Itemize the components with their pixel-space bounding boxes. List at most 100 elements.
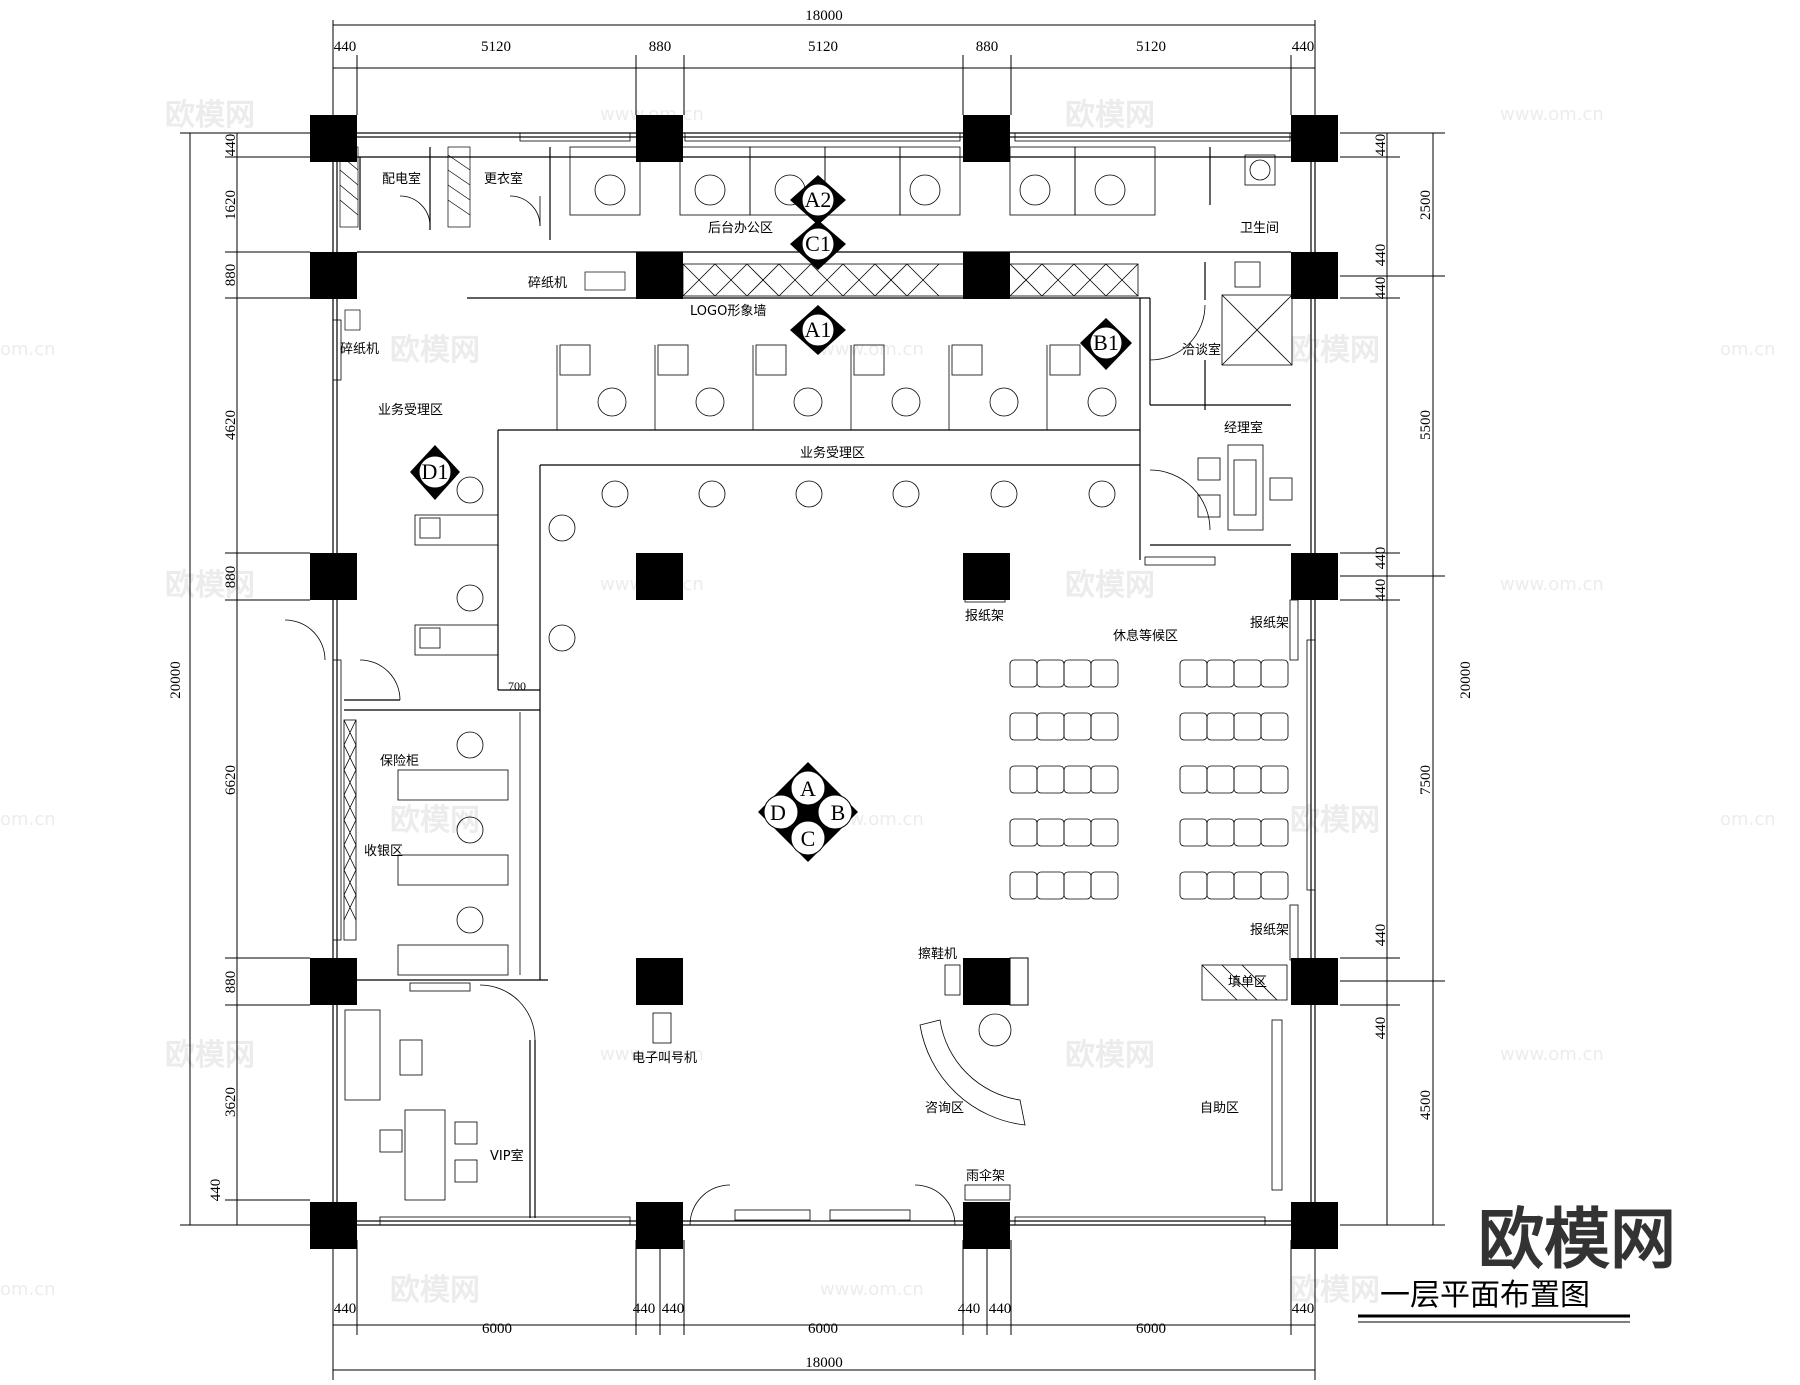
waiting-chairs bbox=[964, 589, 1299, 961]
lower-furniture bbox=[344, 964, 1288, 1201]
column bbox=[963, 115, 1010, 162]
watermark-text: 欧模网 bbox=[1290, 803, 1380, 838]
watermark-url: www.om.cn bbox=[820, 1279, 924, 1300]
dim-top: 880 bbox=[976, 39, 999, 55]
doors bbox=[284, 195, 1216, 1226]
dim-left: 6620 bbox=[223, 765, 239, 795]
marker-a1: A1 bbox=[805, 317, 832, 342]
label-form-area: 填单区 bbox=[1228, 975, 1267, 990]
watermark-text: 欧模网 bbox=[390, 333, 480, 368]
dim-bottom: 440 bbox=[633, 1301, 656, 1317]
center-view-marker: A B C D bbox=[758, 762, 858, 862]
watermark-url: www.om.cn bbox=[820, 339, 924, 360]
dim-left-total: 20000 bbox=[168, 661, 184, 699]
label-umbrella: 雨伞架 bbox=[966, 1168, 1005, 1184]
dimension-lines bbox=[180, 20, 1445, 1380]
dim-bottom: 440 bbox=[662, 1301, 685, 1317]
column bbox=[963, 1202, 1010, 1249]
dim-left: 880 bbox=[223, 264, 239, 287]
column bbox=[310, 252, 357, 299]
watermark-text: 欧模网 bbox=[165, 1038, 255, 1073]
marker-b1: B1 bbox=[1093, 330, 1119, 355]
dim-bottom-total: 18000 bbox=[805, 1355, 843, 1371]
dim-left: 440 bbox=[223, 134, 239, 157]
watermark-url: www.om.cn bbox=[1500, 104, 1604, 125]
dim-bottom: 6000 bbox=[1136, 1321, 1166, 1337]
label-business-left: 业务受理区 bbox=[378, 402, 443, 418]
manager-room-furniture bbox=[1197, 261, 1293, 531]
dim-right: 440 bbox=[1373, 1017, 1389, 1040]
label-logo-wall: LOGO形象墙 bbox=[690, 304, 766, 319]
column bbox=[636, 553, 683, 600]
watermark-text: 欧模网 bbox=[390, 1273, 480, 1308]
watermark-url: www.om.cn bbox=[600, 1044, 704, 1065]
column bbox=[1291, 1202, 1338, 1249]
dim-right: 7500 bbox=[1418, 765, 1434, 795]
dim-bottom: 440 bbox=[958, 1301, 981, 1317]
dim-right: 440 bbox=[1373, 244, 1389, 267]
marker-c1: C1 bbox=[805, 231, 831, 256]
watermark-url: www.om.cn bbox=[1500, 574, 1604, 595]
label-newspaper-2: 报纸架 bbox=[1250, 616, 1289, 631]
dim-left: 3620 bbox=[223, 1087, 239, 1117]
dim-top: 880 bbox=[649, 39, 672, 55]
label-business-center: 业务受理区 bbox=[800, 445, 865, 461]
dim-left: 4620 bbox=[223, 410, 239, 440]
dim-right: 440 bbox=[1373, 134, 1389, 157]
column bbox=[636, 115, 683, 162]
dim-top: 440 bbox=[334, 39, 357, 55]
column bbox=[310, 553, 357, 600]
dim-right: 2500 bbox=[1418, 190, 1434, 220]
watermark-url: om.cn bbox=[0, 339, 56, 360]
label-shredder-left: 碎纸机 bbox=[340, 342, 379, 357]
dim-right: 5500 bbox=[1418, 410, 1434, 440]
marker-c: C bbox=[801, 826, 816, 851]
column bbox=[636, 252, 683, 299]
dim-right: 440 bbox=[1373, 579, 1389, 602]
dim-left: 880 bbox=[223, 566, 239, 589]
watermark-url: www.om.cn bbox=[1500, 1044, 1604, 1065]
watermark-text: 欧模网 bbox=[1065, 1038, 1155, 1073]
label-consult: 咨询区 bbox=[925, 1101, 964, 1116]
dim-right: 440 bbox=[1373, 547, 1389, 570]
watermark-text: 欧模网 bbox=[1290, 1273, 1380, 1308]
dim-top-total: 18000 bbox=[805, 8, 843, 24]
label-waiting: 休息等候区 bbox=[1113, 628, 1178, 644]
dim-left: 880 bbox=[223, 971, 239, 994]
column bbox=[636, 1202, 683, 1249]
label-newspaper-3: 报纸架 bbox=[1250, 923, 1289, 938]
watermark-layer: 欧模网 欧模网 www.om.cn www.om.cn 欧模网 欧模网 om.c… bbox=[0, 98, 1776, 1308]
watermark-text: 欧模网 bbox=[165, 568, 255, 603]
columns bbox=[310, 115, 1338, 1249]
label-locker-room: 更衣室 bbox=[484, 171, 523, 187]
label-negotiation: 洽谈室 bbox=[1182, 342, 1221, 358]
marker-d1: D1 bbox=[422, 459, 449, 484]
column bbox=[310, 958, 357, 1005]
watermark-url: om.cn bbox=[0, 809, 56, 830]
column bbox=[963, 553, 1010, 600]
dim-left: 440 bbox=[208, 1179, 224, 1202]
walls bbox=[332, 132, 1316, 1226]
column bbox=[310, 1202, 357, 1249]
column bbox=[963, 252, 1010, 299]
watermark-url: om.cn bbox=[1720, 339, 1776, 360]
watermark-text: 欧模网 bbox=[1065, 568, 1155, 603]
label-manager: 经理室 bbox=[1224, 420, 1263, 436]
back-office-desks bbox=[569, 146, 1276, 216]
column bbox=[963, 958, 1010, 1005]
dim-bottom: 440 bbox=[334, 1301, 357, 1317]
dim-right-group: 440 2500 440 440 5500 440 440 7500 440 4… bbox=[1373, 134, 1474, 1120]
label-queue-machine: 电子叫号机 bbox=[632, 1051, 697, 1066]
label-power-room: 配电室 bbox=[382, 171, 421, 187]
marker-d: D bbox=[770, 800, 786, 825]
dim-inner: 700 bbox=[508, 679, 526, 693]
dimension-labels: 18000 440 5120 880 5120 880 5120 440 440… bbox=[168, 8, 1474, 1371]
dim-top: 5120 bbox=[1136, 39, 1166, 55]
logo-wall bbox=[682, 263, 1139, 297]
marker-b: B bbox=[831, 800, 846, 825]
drawing-title: 一层平面布置图 bbox=[1380, 1278, 1590, 1313]
column bbox=[1291, 115, 1338, 162]
watermark-text: 欧模网 bbox=[1065, 98, 1155, 133]
label-shoe-machine: 擦鞋机 bbox=[918, 946, 957, 962]
business-counters bbox=[343, 344, 1117, 992]
